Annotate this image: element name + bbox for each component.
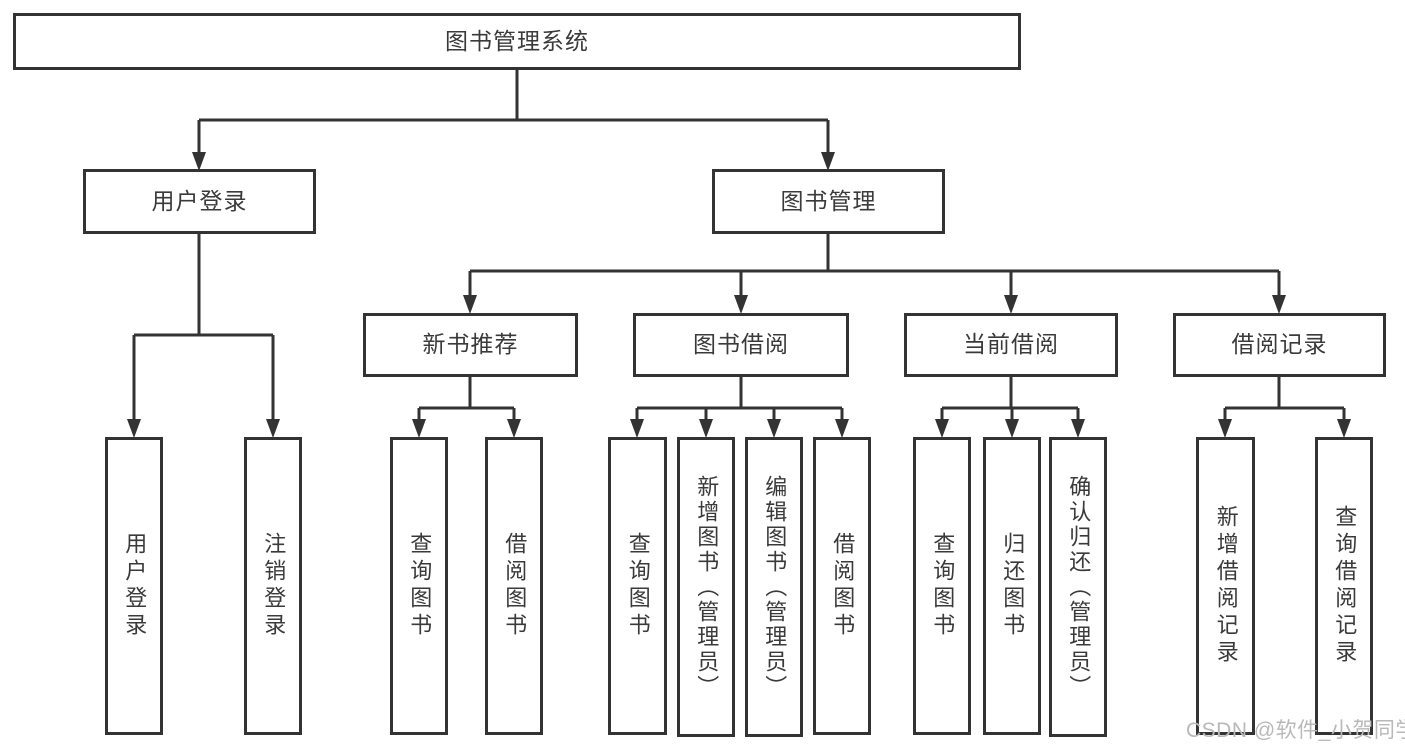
leaf-bb-edit-books: 编辑图书（管理员） — [745, 437, 803, 737]
leaf-cb-query-books: 查询图书 — [913, 437, 971, 735]
node-book-management: 图书管理 — [712, 169, 945, 234]
leaf-br-add-record: 新增借阅记录 — [1196, 437, 1255, 735]
csdn-watermark: CSDN @软件_小贺同学 — [1186, 719, 1405, 742]
node-new-book-recommend: 新书推荐 — [363, 313, 578, 377]
connector-currentborrow-to-leaves — [940, 377, 1080, 421]
leaf-cb-confirm-return: 确认归还（管理员） — [1049, 437, 1107, 737]
connector-root-to-level2 — [197, 70, 830, 154]
leaf-logout: 注销登录 — [244, 437, 302, 735]
node-root: 图书管理系统 — [13, 13, 1021, 70]
leaf-rec-query-books: 查询图书 — [390, 437, 448, 735]
connector-bookmgmt-to-level3 — [468, 234, 1281, 297]
leaf-bb-add-books: 新增图书（管理员） — [677, 437, 735, 737]
leaf-user-login: 用户登录 — [105, 437, 163, 735]
leaf-br-query-record: 查询借阅记录 — [1315, 437, 1373, 735]
connector-newbookrec-to-leaves — [417, 377, 516, 421]
leaf-cb-return-books: 归还图书 — [983, 437, 1041, 735]
node-borrow-records: 借阅记录 — [1173, 313, 1386, 377]
connector-borrowrecords-to-leaves — [1223, 377, 1346, 421]
leaf-rec-borrow-books: 借阅图书 — [485, 437, 543, 735]
connector-userlogin-to-leaves — [132, 234, 275, 421]
leaf-bb-query-books: 查询图书 — [608, 437, 667, 735]
connector-bookborrow-to-leaves — [635, 377, 844, 421]
leaf-bb-borrow-books: 借阅图书 — [813, 437, 871, 735]
node-user-login: 用户登录 — [83, 169, 316, 234]
node-book-borrowing: 图书借阅 — [633, 313, 849, 377]
node-current-borrowing: 当前借阅 — [904, 313, 1118, 377]
arrowheads — [127, 152, 1351, 438]
